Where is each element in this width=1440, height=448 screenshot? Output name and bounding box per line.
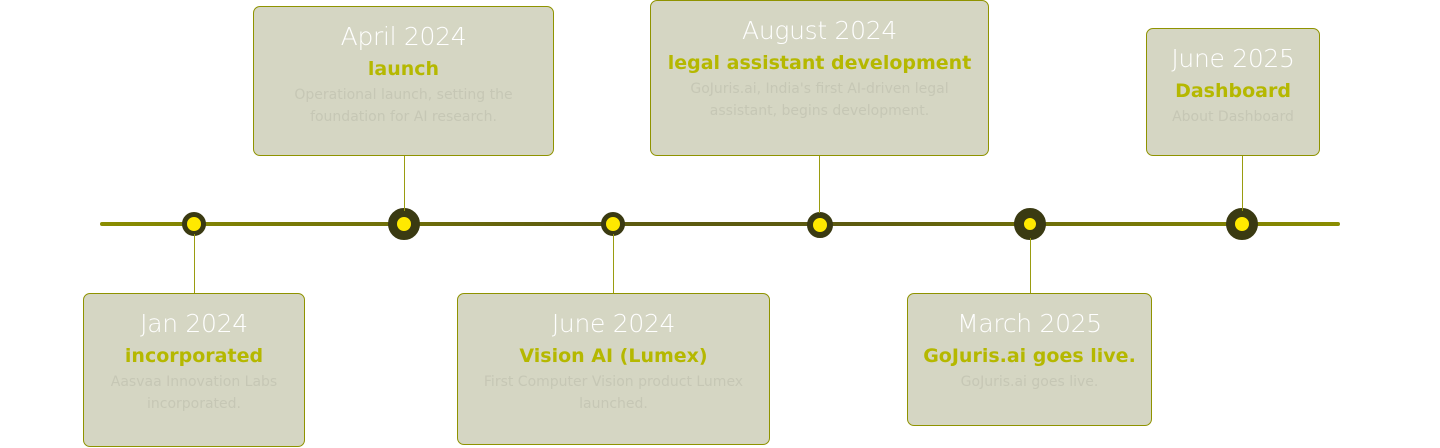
milestone-description: Aasvaa Innovation Labs incorporated. <box>110 374 278 412</box>
timeline-node-jan-2024 <box>182 212 206 236</box>
milestone-card-june-2024: June 2024 Vision AI (Lumex) First Comput… <box>457 293 770 445</box>
milestone-card-march-2025: March 2025 GoJuris.ai goes live. GoJuris… <box>907 293 1152 426</box>
connector-april-2024 <box>404 155 405 211</box>
milestone-title: legal assistant development <box>667 52 972 74</box>
milestone-date: June 2024 <box>551 309 676 338</box>
timeline-node-june-2025 <box>1226 208 1258 240</box>
milestone-card-jan-2024: Jan 2024 incorporated Aasvaa Innovation … <box>83 293 305 447</box>
connector-june-2024 <box>613 234 614 294</box>
connector-june-2025 <box>1242 155 1243 211</box>
milestone-date: June 2025 <box>1171 44 1295 73</box>
milestone-description: GoJuris.ai, India's first AI-driven lega… <box>690 81 949 119</box>
timeline-node-april-2024 <box>388 208 420 240</box>
connector-august-2024 <box>819 155 820 213</box>
connector-jan-2024 <box>194 234 195 294</box>
milestone-card-april-2024: April 2024 launch Operational launch, se… <box>253 6 554 156</box>
milestone-title: incorporated <box>124 345 264 367</box>
timeline-node-june-2024 <box>601 212 625 236</box>
connector-march-2025 <box>1030 238 1031 294</box>
milestone-title: launch <box>367 58 440 80</box>
milestone-description: GoJuris.ai goes live. <box>960 374 1099 390</box>
milestone-date: April 2024 <box>340 22 467 51</box>
milestone-description: First Computer Vision product Lumex laun… <box>483 374 744 412</box>
milestone-title: GoJuris.ai goes live. <box>923 345 1136 367</box>
milestone-date: August 2024 <box>742 16 897 45</box>
milestone-title: Dashboard <box>1175 80 1291 102</box>
milestone-date: March 2025 <box>957 309 1102 338</box>
timeline-axis <box>100 222 1340 226</box>
milestone-title: Vision AI (Lumex) <box>519 345 708 367</box>
milestone-description: About Dashboard <box>1172 109 1294 125</box>
milestone-card-june-2025: June 2025 Dashboard About Dashboard <box>1146 28 1320 156</box>
milestone-card-august-2024: August 2024 legal assistant development … <box>650 0 989 156</box>
milestone-description: Operational launch, setting the foundati… <box>294 87 513 125</box>
milestone-date: Jan 2024 <box>140 309 248 338</box>
timeline-node-august-2024 <box>807 212 833 238</box>
timeline-node-march-2025 <box>1014 208 1046 240</box>
